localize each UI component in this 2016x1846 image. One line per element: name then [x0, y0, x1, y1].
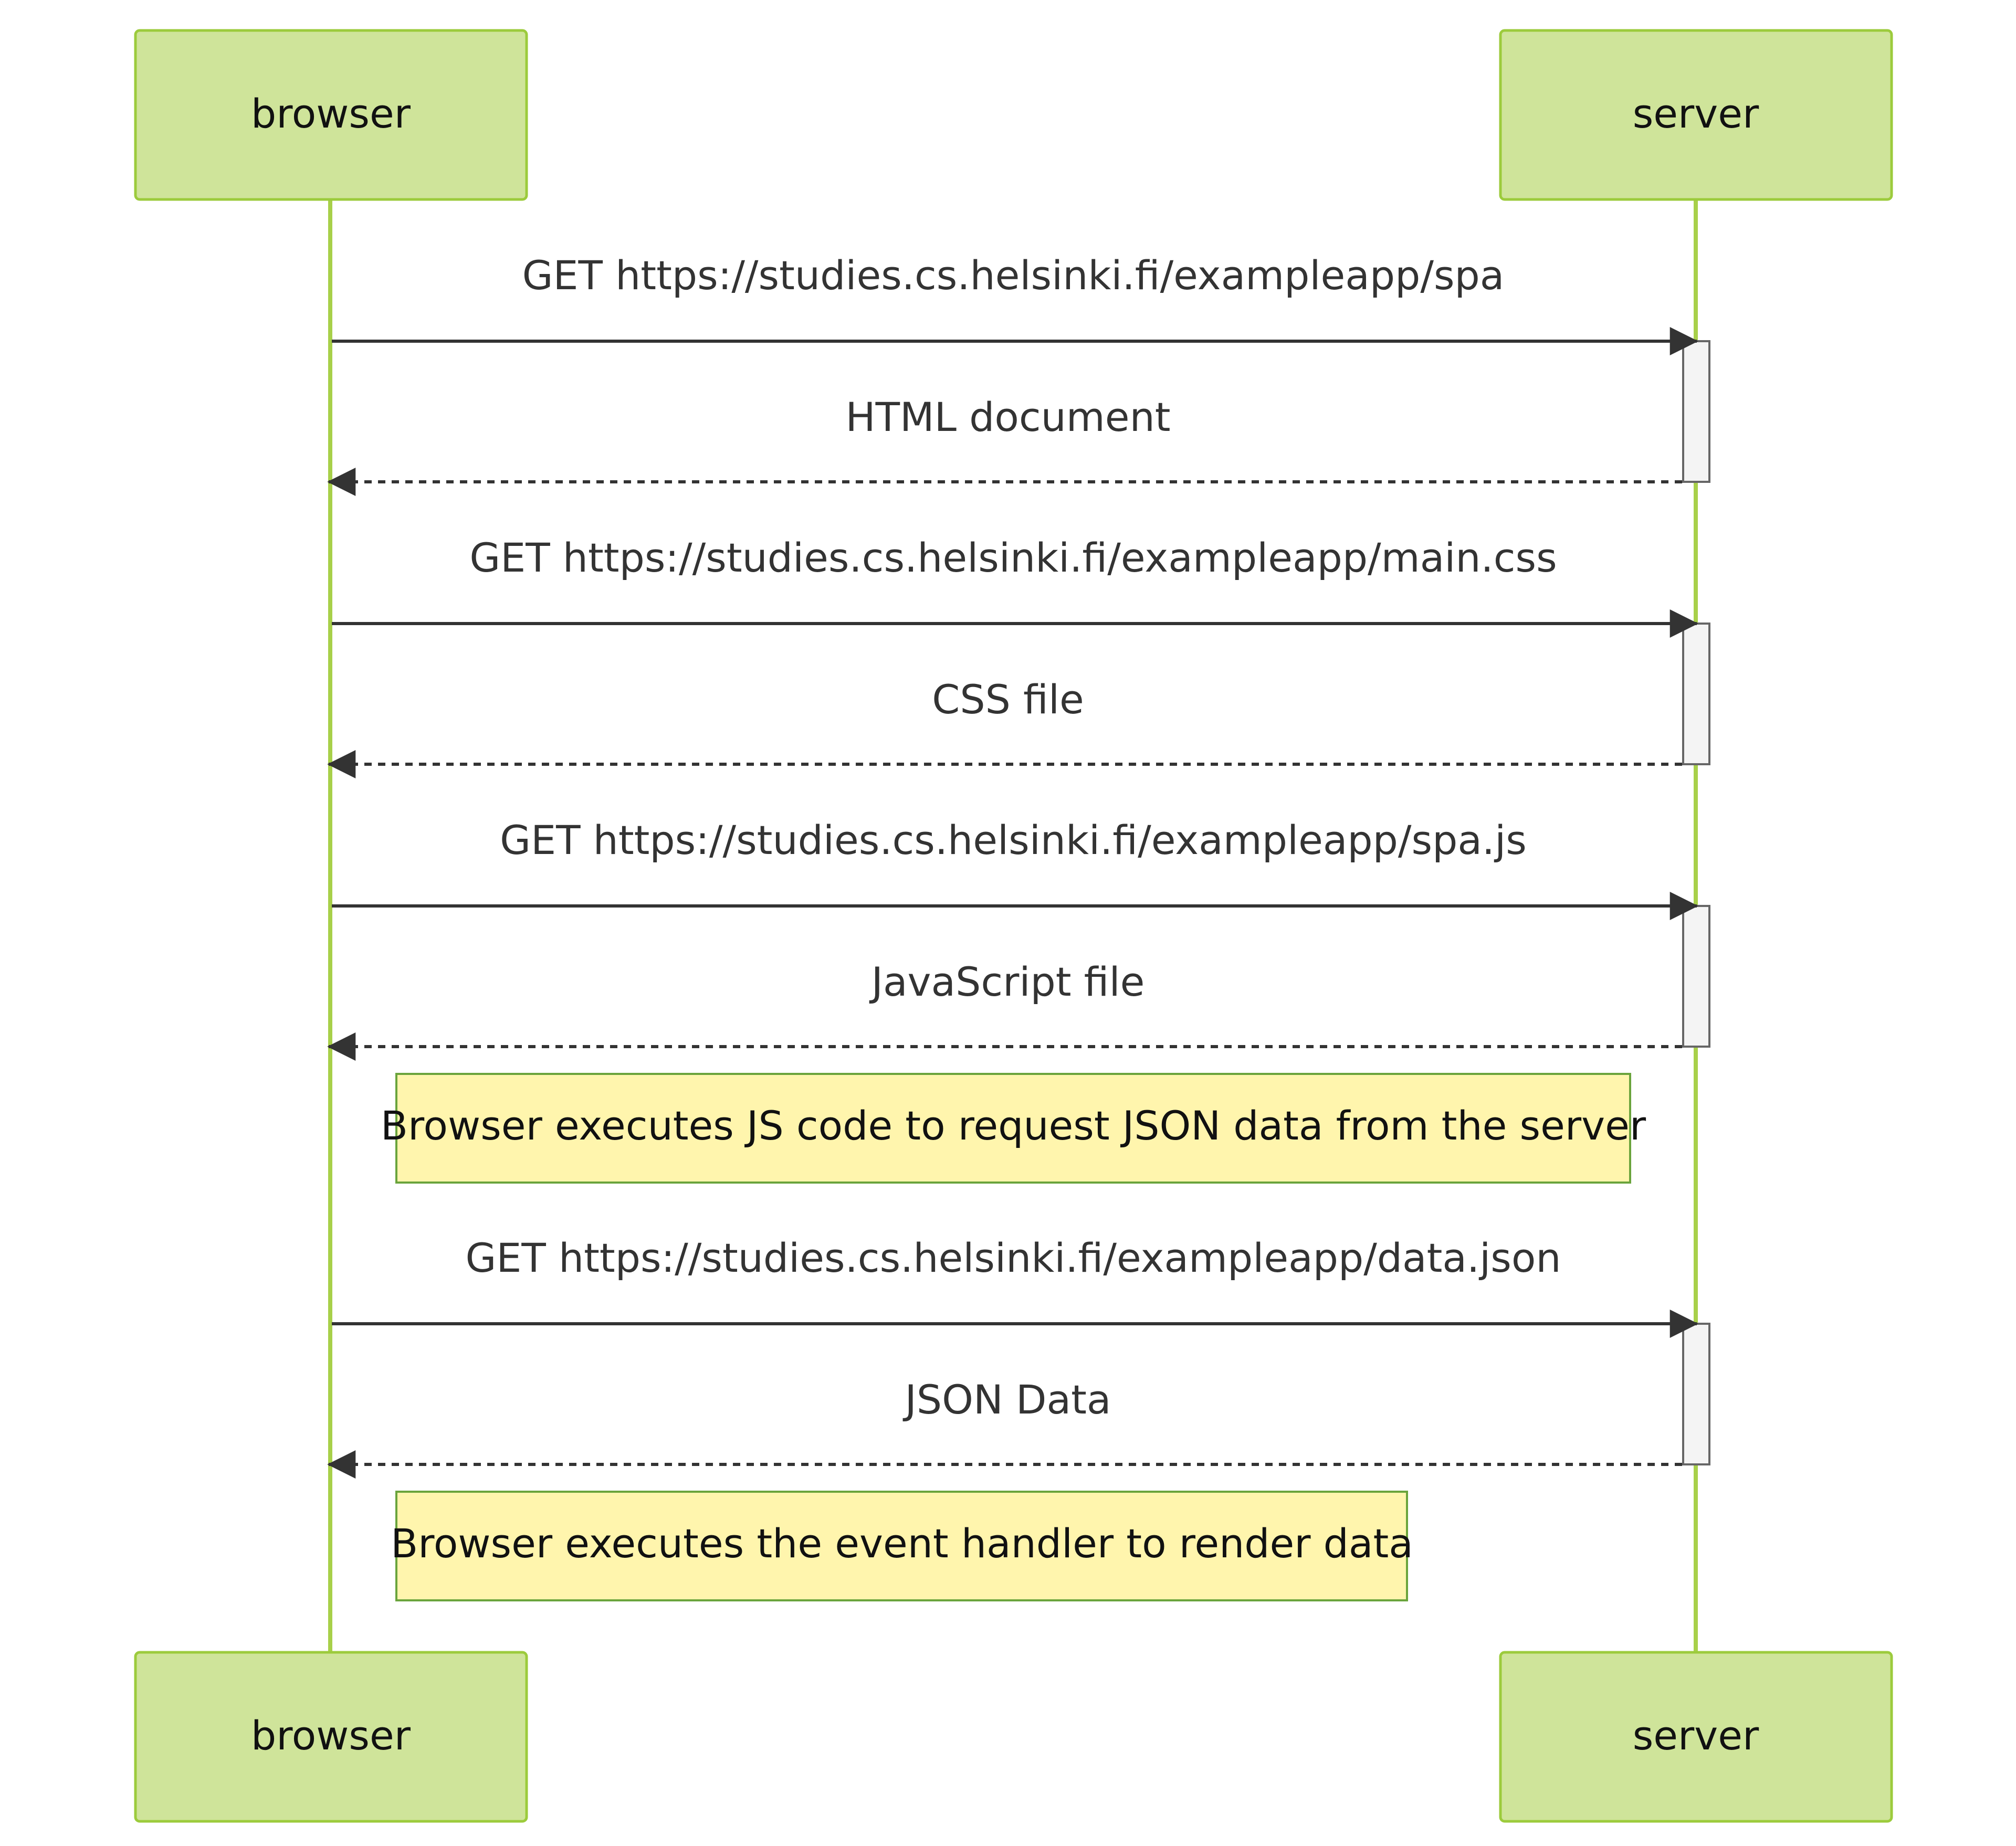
message-label: GET https://studies.cs.helsinki.fi/examp… — [465, 1235, 1561, 1281]
activation-box — [1682, 340, 1710, 483]
message-label: HTML document — [845, 394, 1170, 440]
activation-box — [1682, 1323, 1710, 1465]
message-label: GET https://studies.cs.helsinki.fi/examp… — [500, 817, 1527, 863]
message-label: JSON Data — [903, 1376, 1111, 1423]
note-text: Browser executes JS code to request JSON… — [381, 1102, 1646, 1149]
activation-box — [1682, 905, 1710, 1048]
message-label: JavaScript file — [869, 958, 1145, 1005]
actor-browser-top: browser — [134, 29, 528, 201]
message-label: GET https://studies.cs.helsinki.fi/examp… — [469, 534, 1557, 581]
actor-server-bottom-label: server — [1633, 1712, 1759, 1759]
actor-server-top: server — [1499, 29, 1893, 201]
note-text: Browser executes the event handler to re… — [391, 1520, 1413, 1567]
message-label: GET https://studies.cs.helsinki.fi/examp… — [522, 252, 1505, 299]
message-label: CSS file — [932, 676, 1084, 723]
actor-server-top-label: server — [1633, 90, 1759, 137]
activation-box — [1682, 623, 1710, 765]
note: Browser executes the event handler to re… — [391, 1491, 1413, 1601]
note: Browser executes JS code to request JSON… — [381, 1073, 1646, 1184]
actor-browser-bottom: browser — [134, 1651, 528, 1823]
actor-browser-top-label: browser — [251, 90, 411, 137]
actor-browser-bottom-label: browser — [251, 1712, 411, 1759]
actor-server-bottom: server — [1499, 1651, 1893, 1823]
